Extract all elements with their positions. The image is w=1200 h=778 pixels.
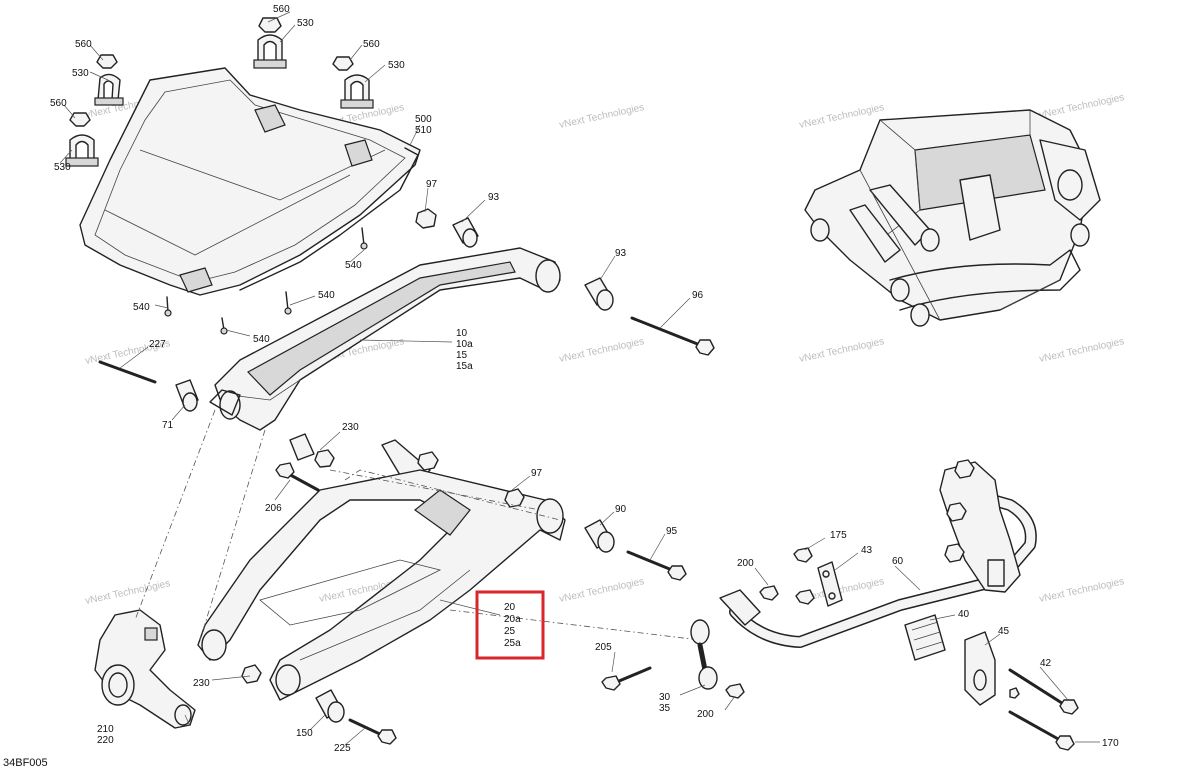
skid-plate	[79, 67, 421, 296]
sway-bar	[719, 459, 1079, 751]
label-227: 227	[149, 339, 166, 350]
label-560: 560	[273, 4, 290, 15]
label-20: 20	[504, 602, 516, 613]
label-210: 210	[97, 724, 114, 735]
knuckle	[94, 609, 196, 729]
label-540: 540	[253, 334, 270, 345]
label-560: 560	[50, 98, 67, 109]
upper-a-arm	[209, 247, 561, 431]
assembled-view	[804, 109, 1101, 327]
label-10: 10	[456, 328, 468, 339]
label-95: 95	[666, 526, 678, 537]
diagram-reference: 34BF005	[3, 757, 48, 769]
label-540: 540	[318, 290, 335, 301]
watermark: vNext Technologies	[558, 336, 645, 365]
watermark: vNext Technologies	[558, 576, 645, 605]
label-540: 540	[345, 260, 362, 271]
highlight-box	[475, 590, 545, 660]
label-40: 40	[958, 609, 970, 620]
label-15a: 15a	[456, 361, 473, 372]
screws-540	[164, 227, 368, 335]
watermark: vNext Technologies	[1038, 336, 1125, 365]
label-90: 90	[615, 504, 627, 515]
leader-lines	[59, 11, 1100, 746]
callout-labels: 560 530 560 530 560 530 560 530 500 510 …	[50, 4, 1119, 754]
assembly-lines	[134, 409, 701, 641]
clamp-530-left-top	[94, 54, 124, 106]
watermark: vNext Technologies	[1038, 92, 1125, 121]
label-96: 96	[692, 290, 704, 301]
label-500: 500	[415, 114, 432, 125]
watermark: vNext Technologies	[84, 578, 171, 607]
label-230: 230	[342, 422, 359, 433]
watermark: vNext Technologies	[1038, 576, 1125, 605]
label-225: 225	[334, 743, 351, 754]
label-560: 560	[75, 39, 92, 50]
label-540: 540	[133, 302, 150, 313]
label-510: 510	[415, 125, 432, 136]
clamp-530-left	[65, 112, 99, 167]
label-20a: 20a	[504, 614, 521, 625]
clamp-530-right	[332, 56, 374, 109]
highlight-callout: 20 20a 25 25a	[475, 590, 545, 660]
label-175: 175	[830, 530, 847, 541]
lower-a-arm	[197, 439, 566, 701]
label-200: 200	[737, 558, 754, 569]
label-530: 530	[72, 68, 89, 79]
label-93: 93	[615, 248, 627, 259]
label-530: 530	[54, 162, 71, 173]
watermark: vNext Technologies	[558, 102, 645, 131]
watermark: vNext Technologies	[798, 336, 885, 365]
label-60: 60	[892, 556, 904, 567]
upper-arm-hardware	[98, 208, 715, 492]
label-200: 200	[697, 709, 714, 720]
label-10a: 10a	[456, 339, 473, 350]
label-205: 205	[595, 642, 612, 653]
lower-arm-hardware	[241, 488, 687, 745]
label-45: 45	[998, 626, 1010, 637]
sway-link	[690, 547, 843, 699]
watermark: vNext Technologies	[798, 102, 885, 131]
label-42: 42	[1040, 658, 1052, 669]
label-170: 170	[1102, 738, 1119, 749]
label-15: 15	[456, 350, 468, 361]
label-25a: 25a	[504, 638, 521, 649]
label-530: 530	[297, 18, 314, 29]
label-35: 35	[659, 703, 671, 714]
label-93: 93	[488, 192, 500, 203]
clamp-530-top	[253, 17, 287, 69]
label-25: 25	[504, 626, 516, 637]
label-30: 30	[659, 692, 671, 703]
label-43: 43	[861, 545, 873, 556]
label-220: 220	[97, 735, 114, 746]
label-150: 150	[296, 728, 313, 739]
label-560: 560	[363, 39, 380, 50]
label-97: 97	[426, 179, 438, 190]
label-71: 71	[162, 420, 174, 431]
label-206: 206	[265, 503, 282, 514]
label-97: 97	[531, 468, 543, 479]
label-230: 230	[193, 678, 210, 689]
label-530: 530	[388, 60, 405, 71]
